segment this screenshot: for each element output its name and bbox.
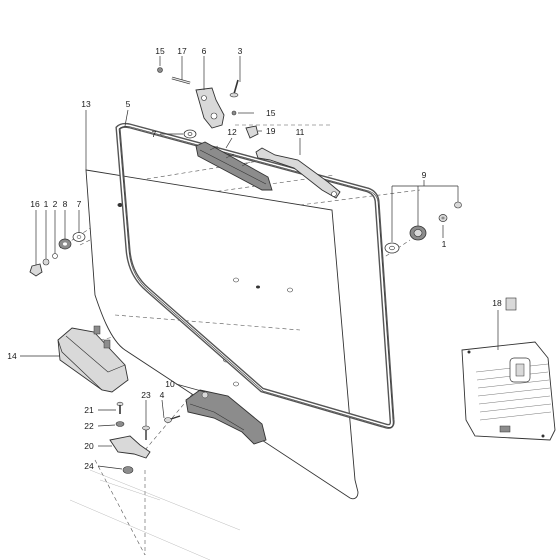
screw-part-23 <box>142 425 150 440</box>
bolt-part-21 <box>116 401 124 414</box>
callout-4: 4 <box>160 390 165 400</box>
screw-part-4 <box>164 415 181 423</box>
wiper-blade-part-12 <box>195 141 273 191</box>
left-hardware-stack <box>29 232 86 277</box>
callout-18: 18 <box>492 298 502 308</box>
callout-labels: 15 17 6 3 13 5 15 7 12 19 11 9 16 1 2 8 … <box>7 46 502 471</box>
callout-11: 11 <box>296 127 305 137</box>
callout-1-left: 1 <box>44 199 49 209</box>
callout-5: 5 <box>126 99 131 109</box>
window-seal-part-5 <box>115 122 395 429</box>
callout-17: 17 <box>177 46 187 56</box>
trim-panel-part-18 <box>461 297 556 441</box>
nut-part-24 <box>122 466 134 474</box>
callout-23: 23 <box>141 390 151 400</box>
pin-part-17 <box>171 76 191 85</box>
washer-part-7-top <box>183 129 197 139</box>
cap-nut-part-1-right <box>438 214 448 222</box>
callout-14: 14 <box>7 351 17 361</box>
callout-21: 21 <box>84 405 94 415</box>
callout-6: 6 <box>202 46 207 56</box>
callout-10: 10 <box>165 379 175 389</box>
callout-19: 19 <box>266 126 276 136</box>
bracket-part-20 <box>109 435 151 459</box>
glass-pane-part-13 <box>85 169 359 500</box>
reservoir-part-14 <box>57 325 129 393</box>
nut-part-15-middle <box>231 110 237 116</box>
callout-9: 9 <box>422 170 427 180</box>
callout-7-left: 7 <box>77 199 82 209</box>
clip-part-19 <box>245 125 259 139</box>
callout-12: 12 <box>227 127 237 137</box>
hinge-part-6 <box>195 87 225 129</box>
callout-15-top: 15 <box>155 46 165 56</box>
leader-lines <box>20 56 499 470</box>
shaft-hardware-part-9 <box>384 201 462 254</box>
wiper-arm-part-11 <box>255 147 341 199</box>
screw-part-3 <box>229 79 239 98</box>
callout-20: 20 <box>84 441 94 451</box>
nut-part-15-top <box>157 67 163 73</box>
callout-3: 3 <box>238 46 243 56</box>
callout-1-right: 1 <box>442 239 447 249</box>
callout-22: 22 <box>84 421 94 431</box>
callout-2: 2 <box>53 199 58 209</box>
callout-24: 24 <box>84 461 94 471</box>
callout-7-top: 7 <box>152 129 157 139</box>
washer-part-22 <box>115 421 125 427</box>
body-outline <box>69 469 241 560</box>
callout-16: 16 <box>30 199 40 209</box>
callout-15-middle: 15 <box>266 108 276 118</box>
callout-13: 13 <box>81 99 91 109</box>
callout-8: 8 <box>63 199 68 209</box>
latch-part-10 <box>185 389 267 445</box>
